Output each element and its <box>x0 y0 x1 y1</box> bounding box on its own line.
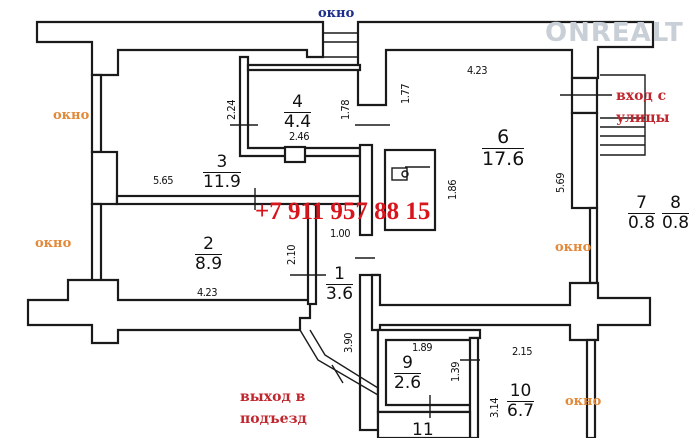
room11-walls <box>376 410 472 438</box>
room-11: 11 <box>412 420 434 440</box>
toilet-icon <box>391 167 408 181</box>
wall-top-left <box>35 20 325 77</box>
dim-wc-height: 1.86 <box>446 179 459 200</box>
door-marks <box>230 94 612 418</box>
entrance-street-label: вход с улицы <box>616 85 670 130</box>
window-label-right: окно <box>555 240 592 255</box>
exit-entrance-label: выход в подъезд <box>240 386 307 431</box>
dim-r6-width: 4.23 <box>467 64 488 77</box>
entrance-line-1: вход с <box>616 88 667 104</box>
vent <box>283 145 307 164</box>
left-window-upper <box>90 73 103 154</box>
dim-r6-left: 1.77 <box>399 83 412 104</box>
dim-r9-width: 1.89 <box>412 341 433 354</box>
entrance-line-2: улицы <box>616 110 670 127</box>
dim-r6-height: 5.69 <box>554 172 567 193</box>
corridor-wall-right <box>358 143 374 237</box>
stairs <box>600 74 646 156</box>
exit-line-2: подъезд <box>240 411 307 428</box>
window-label-bottom-right: окно <box>565 394 602 409</box>
dim-r4-width: 2.46 <box>289 130 310 143</box>
dim-r2-width: 4.23 <box>197 286 218 299</box>
top-window <box>323 32 358 58</box>
right-wall <box>570 111 599 210</box>
window-label-left-upper: окно <box>53 108 90 123</box>
window-label-top: окно <box>318 6 355 21</box>
left-window-lower <box>90 202 103 284</box>
corridor-wall-left <box>306 202 318 306</box>
dim-r3-height: 2.24 <box>225 99 238 120</box>
dim-corridor: 3.90 <box>342 332 355 353</box>
toilet-bowl-icon <box>401 170 409 178</box>
watermark: ONREALT <box>545 18 684 48</box>
dim-r1-width: 1.00 <box>330 227 351 240</box>
bathroom <box>383 148 437 232</box>
dim-r9-height: 1.39 <box>449 361 462 382</box>
exit-door <box>299 329 379 396</box>
dim-r10-height: 3.14 <box>488 397 501 418</box>
room10-left-wall <box>468 336 480 438</box>
phone-number: +7 911 957 88 15 <box>255 198 431 225</box>
wall-middle-right <box>370 273 652 342</box>
dim-r2-height: 2.10 <box>285 244 298 265</box>
room4-top <box>246 63 362 72</box>
wall-bottom-left <box>26 278 312 345</box>
room10-right-window <box>585 338 597 438</box>
left-pier <box>90 150 119 206</box>
dim-r4-height: 1.78 <box>339 99 352 120</box>
exit-line-1: выход в <box>240 389 306 405</box>
dim-r10-width: 2.15 <box>512 345 533 358</box>
dim-r3-width: 5.65 <box>153 174 174 187</box>
window-label-left-lower: окно <box>35 236 72 251</box>
